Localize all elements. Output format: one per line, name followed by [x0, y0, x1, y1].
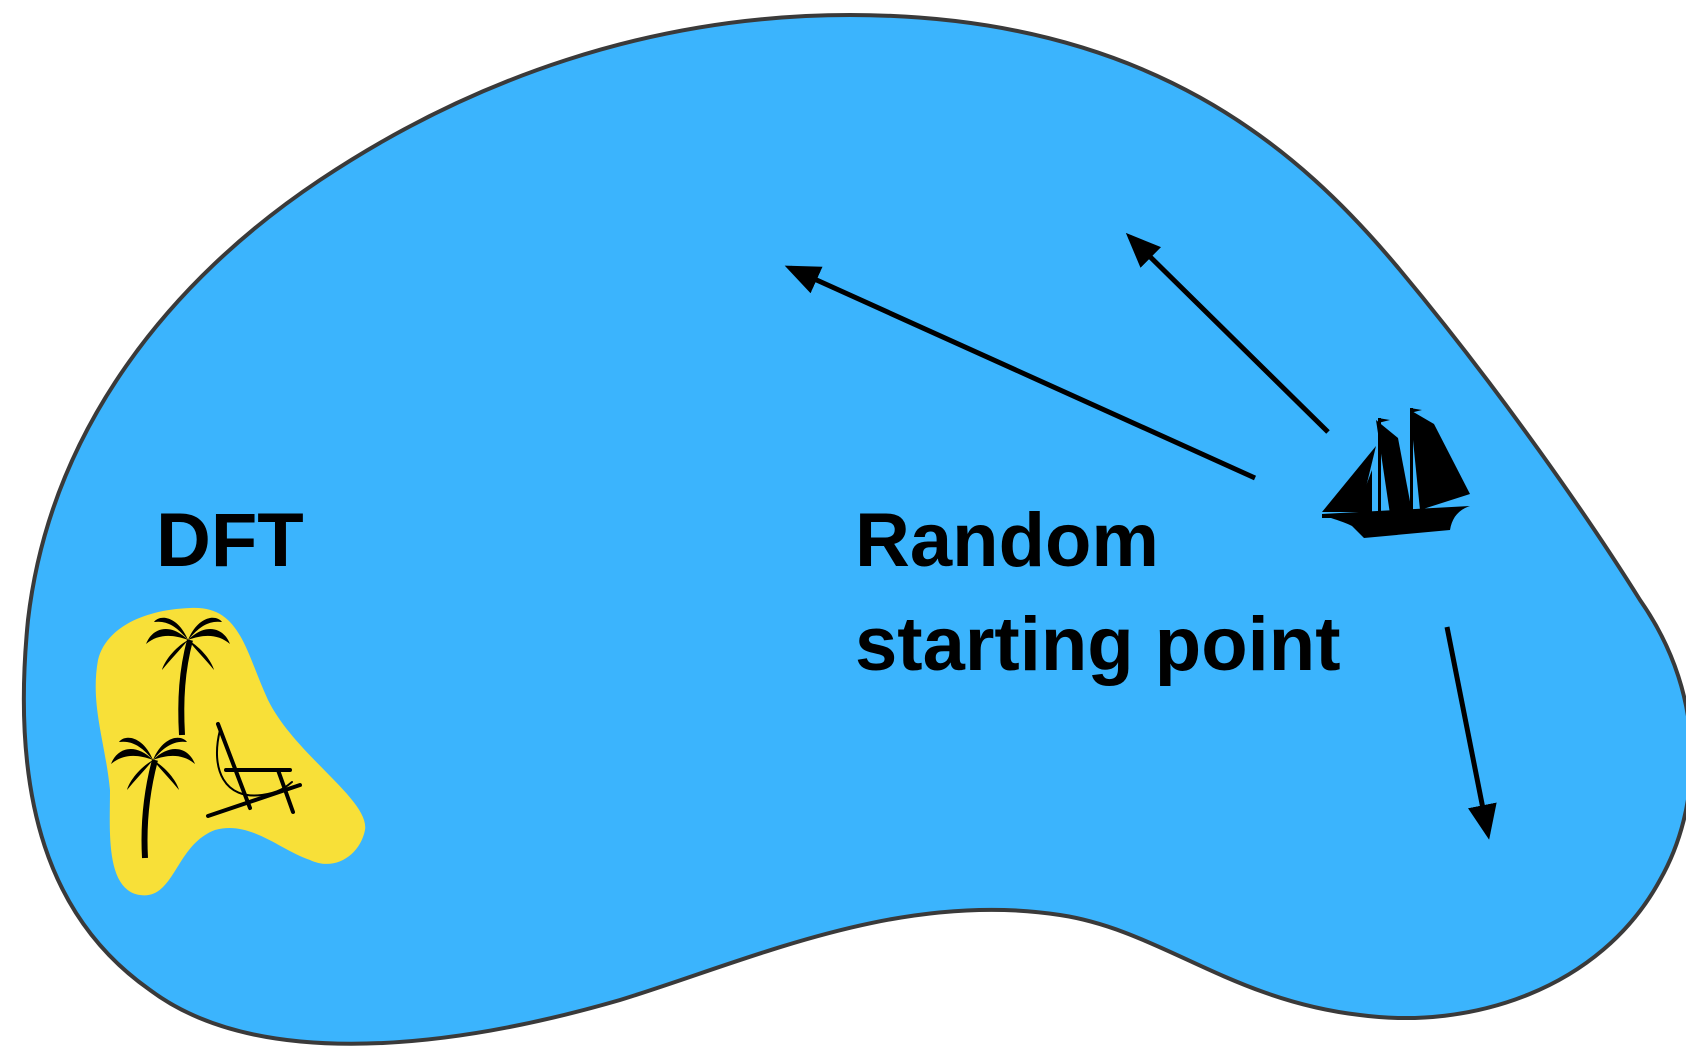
sailing-ship-icon	[1322, 408, 1470, 538]
palm-tree-icon	[146, 617, 230, 736]
start-label-line1: Random	[855, 498, 1159, 583]
palm-tree-icon	[111, 737, 195, 859]
beach-chair-icon	[206, 722, 302, 818]
sea-region	[21, 12, 1686, 1046]
arrow-icon	[1125, 232, 1330, 434]
arrow-icon	[1444, 626, 1497, 840]
island-label: DFT	[156, 498, 304, 583]
start-label-line2: starting point	[855, 602, 1341, 687]
arrow-icon	[784, 265, 1257, 481]
